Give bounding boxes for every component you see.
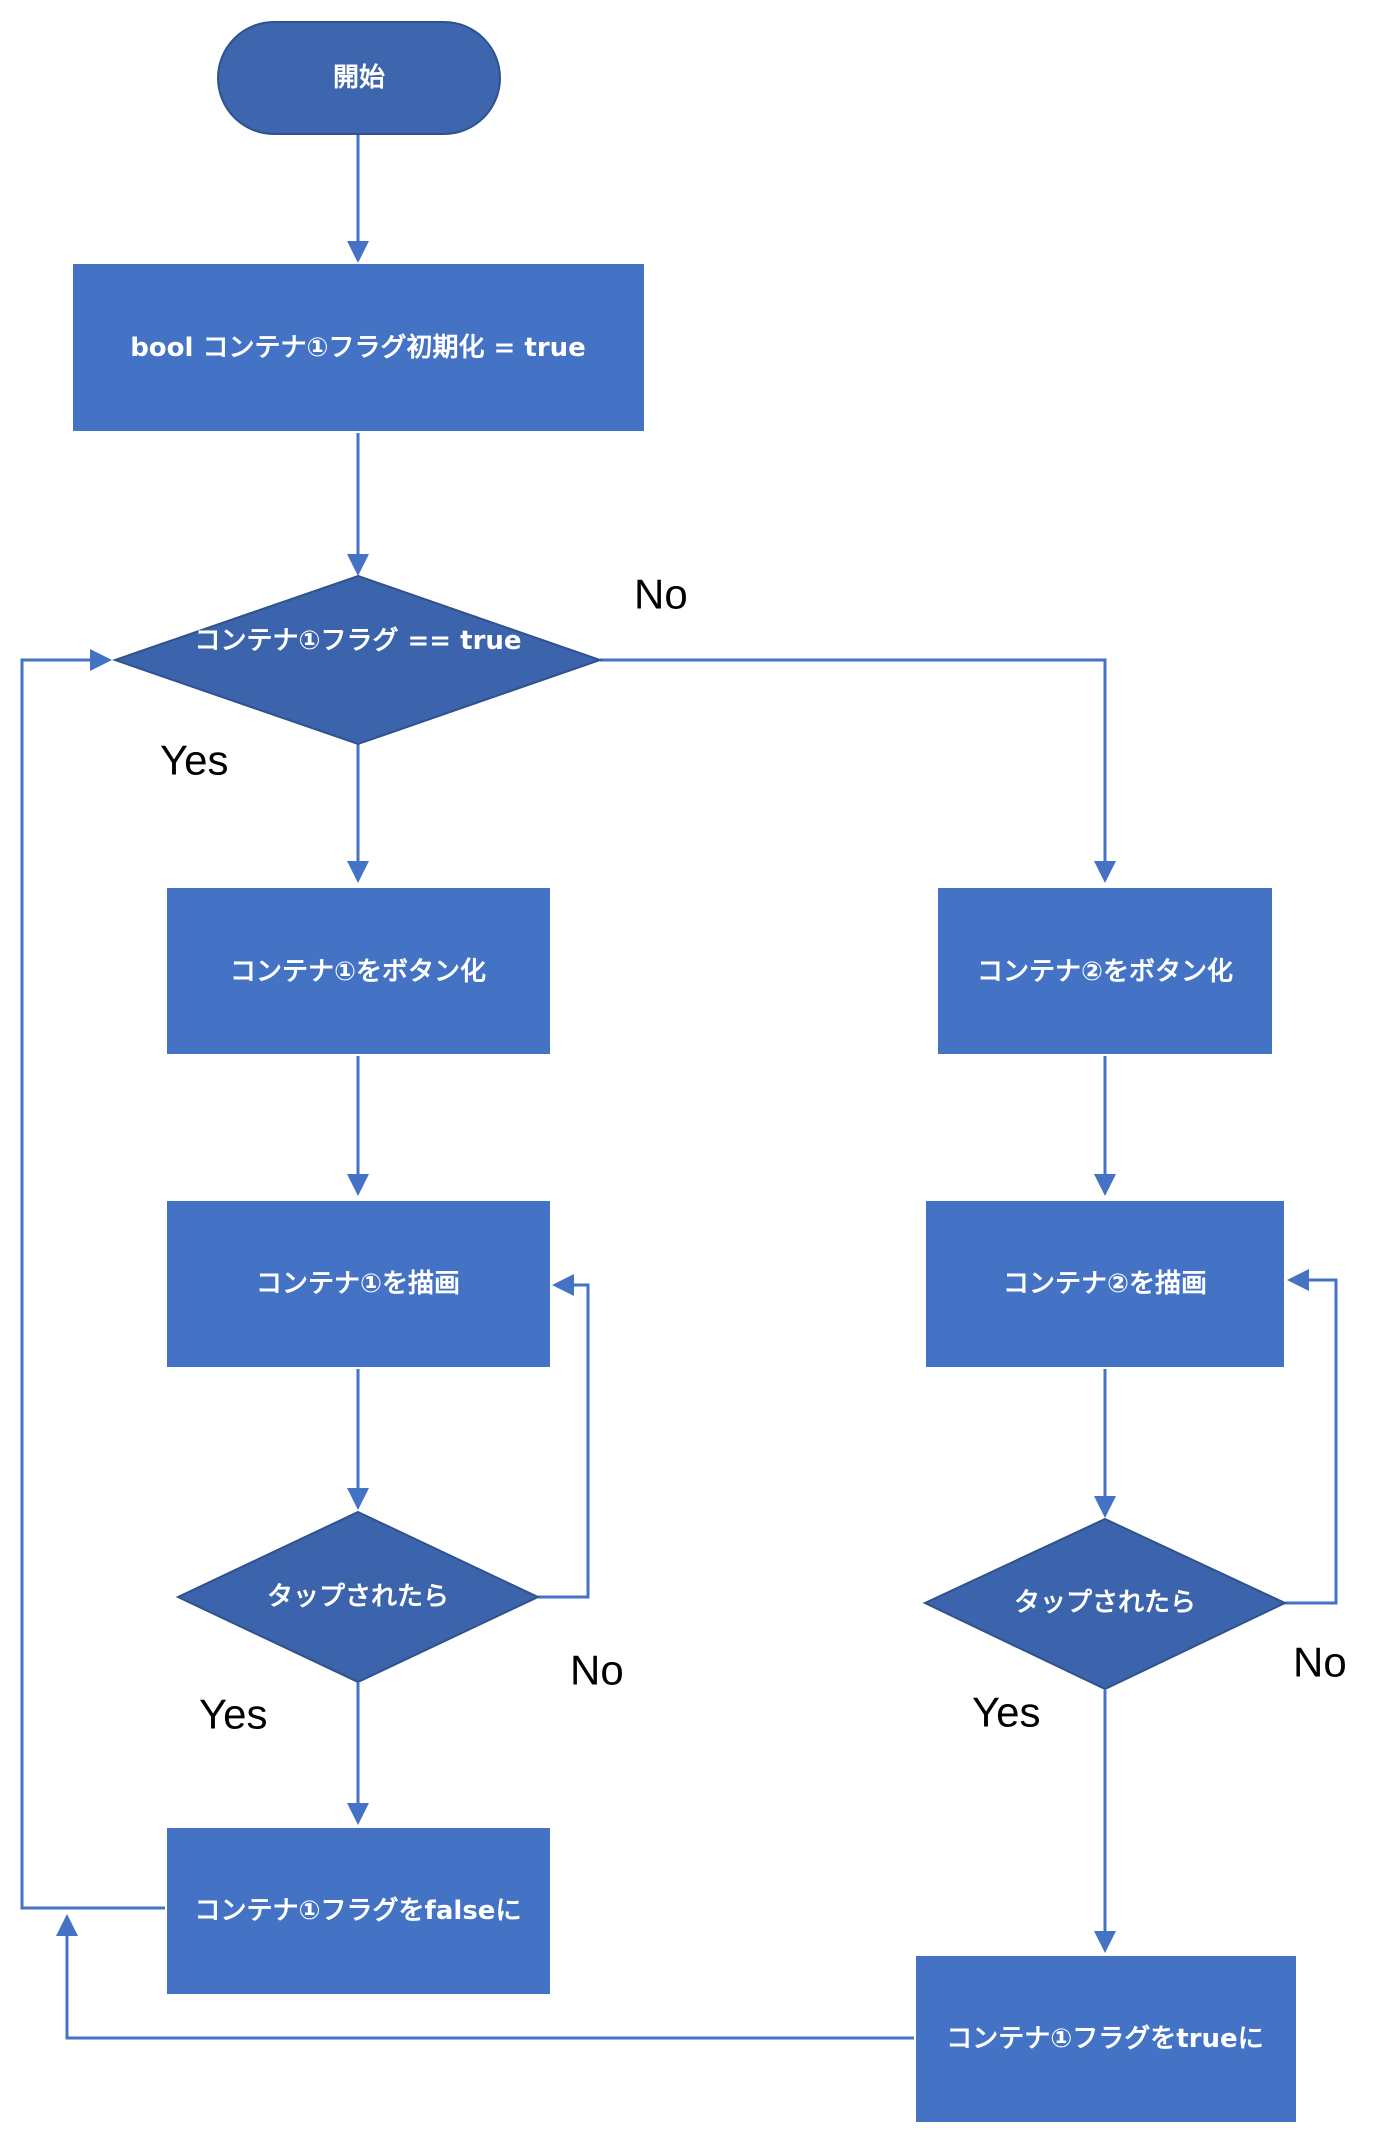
container2-draw-node: コンテナ②を描画 [924, 1199, 1286, 1369]
tap2-no-label: No [1293, 1639, 1347, 1686]
set-false-node: コンテナ①フラグをfalseに [165, 1826, 552, 1996]
arrowhead-c2draw [1094, 1174, 1116, 1196]
arrowhead-set-false [347, 1803, 369, 1825]
check-flag-label: コンテナ①フラグ == true [194, 626, 521, 656]
branch-labels: No Yes Yes No Yes No [160, 571, 1347, 1738]
check-no-label: No [634, 571, 688, 618]
arrowhead-tap2-loop [1287, 1269, 1309, 1291]
arrowhead-c1draw [347, 1174, 369, 1196]
start-label: 開始 [333, 63, 385, 93]
check-yes-label: Yes [160, 737, 229, 784]
tap1-yes-label: Yes [199, 1691, 268, 1738]
set-true-box [914, 1954, 1298, 2124]
check-flag-node: コンテナ①フラグ == true [111, 574, 604, 746]
set-false-box [165, 1826, 552, 1996]
container1-button-node: コンテナ①をボタン化 [165, 886, 552, 1056]
tap1-diamond [175, 1510, 541, 1684]
connector-tap2-no-loop [1285, 1278, 1338, 1605]
tap1-label: タップされたら [267, 1582, 449, 1612]
arrowhead-tap2 [1094, 1496, 1116, 1518]
arrowhead-container1-button [347, 861, 369, 883]
tap1-node: タップされたら [175, 1510, 541, 1684]
connector-set-false-loop [20, 658, 166, 1910]
connector-set-true-loop [65, 1932, 915, 2040]
container2-button-label: コンテナ②をボタン化 [977, 957, 1233, 987]
arrowhead-set-true-loop [56, 1914, 78, 1936]
arrowhead-container2-button [1094, 861, 1116, 883]
connector-check-no-to-container2 [600, 658, 1107, 865]
init-flag-box [71, 262, 646, 433]
start-node: 開始 [217, 21, 501, 135]
set-false-label: コンテナ①フラグをfalseに [195, 1896, 522, 1926]
container1-button-box [165, 886, 552, 1056]
arrowhead-tap1 [347, 1488, 369, 1510]
container2-button-node: コンテナ②をボタン化 [936, 886, 1274, 1056]
arrowhead-set-true [1094, 1931, 1116, 1953]
connectors [20, 135, 1338, 2040]
set-true-label: コンテナ①フラグをtrueに [946, 2024, 1263, 2054]
container2-draw-box [924, 1199, 1286, 1369]
container2-draw-label: コンテナ②を描画 [1003, 1269, 1207, 1299]
init-flag-label: bool コンテナ①フラグ初期化 = true [130, 333, 586, 363]
container1-draw-node: コンテナ①を描画 [165, 1199, 552, 1369]
container1-button-label: コンテナ①をボタン化 [230, 957, 486, 987]
arrowhead-check [347, 554, 369, 576]
container1-draw-label: コンテナ①を描画 [256, 1269, 460, 1299]
connector-tap1-no-loop [538, 1283, 590, 1599]
arrowhead-check-loop [90, 649, 112, 671]
arrowhead-init [347, 241, 369, 263]
start-terminal-shape [217, 21, 501, 135]
container2-button-box [936, 886, 1274, 1056]
set-true-node: コンテナ①フラグをtrueに [914, 1954, 1298, 2124]
tap2-diamond [922, 1517, 1288, 1691]
arrowhead-tap1-loop [552, 1274, 574, 1296]
tap2-node: タップされたら [922, 1517, 1288, 1691]
init-flag-node: bool コンテナ①フラグ初期化 = true [71, 262, 646, 433]
tap2-yes-label: Yes [972, 1689, 1041, 1736]
tap2-label: タップされたら [1014, 1588, 1196, 1618]
container1-draw-box [165, 1199, 552, 1369]
tap1-no-label: No [570, 1647, 624, 1694]
check-flag-diamond [111, 574, 604, 746]
